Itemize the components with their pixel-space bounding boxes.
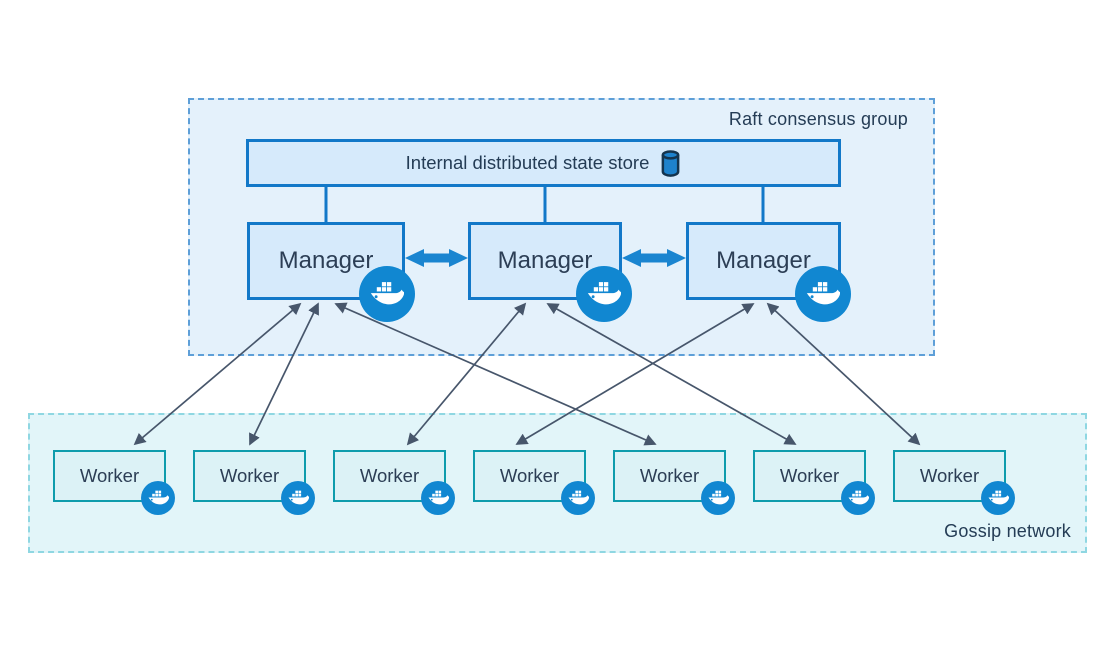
- worker-node-1: Worker: [53, 450, 175, 515]
- docker-whale-icon: [576, 266, 632, 322]
- manager-1-label: Manager: [278, 247, 374, 274]
- worker-1-label: Worker: [79, 465, 140, 486]
- worker-4-label: Worker: [499, 465, 560, 486]
- docker-whale-icon: [359, 266, 415, 322]
- gossip-network-label: Gossip network: [944, 521, 1071, 541]
- worker-node-5: Worker: [613, 450, 735, 515]
- docker-whale-icon: [701, 481, 735, 515]
- docker-whale-icon: [561, 481, 595, 515]
- manager-3-label: Manager: [716, 247, 811, 274]
- worker-6-label: Worker: [779, 465, 840, 486]
- state-store-box: Internal distributed state store: [246, 139, 841, 187]
- worker-node-3: Worker: [333, 450, 455, 515]
- worker-node-7: Worker: [893, 450, 1015, 515]
- state-store-label: Internal distributed state store: [405, 152, 650, 173]
- docker-whale-icon: [795, 266, 851, 322]
- worker-5-label: Worker: [639, 465, 700, 486]
- docker-whale-icon: [981, 481, 1015, 515]
- docker-whale-icon: [421, 481, 455, 515]
- database-cylinder-icon: [660, 149, 681, 177]
- worker-node-6: Worker: [753, 450, 875, 515]
- manager-2-label: Manager: [497, 247, 593, 274]
- worker-7-label: Worker: [919, 465, 980, 486]
- worker-node-4: Worker: [473, 450, 595, 515]
- docker-whale-icon: [841, 481, 875, 515]
- docker-whale-icon: [281, 481, 315, 515]
- worker-3-label: Worker: [359, 465, 420, 486]
- worker-2-label: Worker: [219, 465, 280, 486]
- manager-node-2: Manager: [468, 222, 632, 322]
- raft-group-label: Raft consensus group: [728, 109, 908, 129]
- worker-node-2: Worker: [193, 450, 315, 515]
- docker-whale-icon: [141, 481, 175, 515]
- manager-node-1: Manager: [247, 222, 415, 322]
- manager-node-3: Manager: [686, 222, 851, 322]
